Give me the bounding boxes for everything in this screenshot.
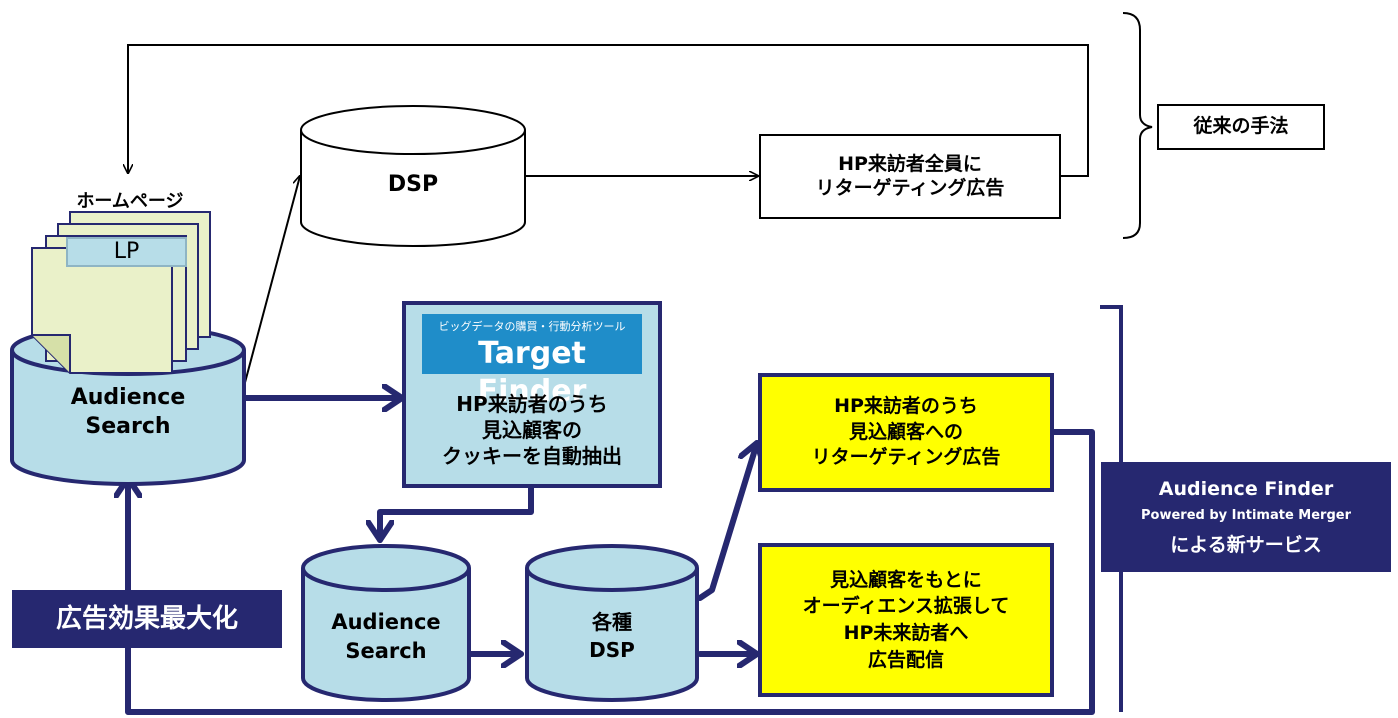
new-service-bracket (1100, 305, 1123, 712)
expand-box: 見込顧客をもとに オーディエンス拡張して HP未来訪者へ 広告配信 (802, 568, 1010, 671)
service-label-bg (1101, 462, 1391, 572)
dsp-cylinder (300, 105, 526, 247)
various-dsp-label: 各種 DSP (589, 610, 635, 662)
traditional-method-box-frame (1157, 104, 1325, 150)
new-retarget-box: HP来訪者のうち 見込顧客への リターゲティング広告 (811, 395, 1001, 469)
service-label-line2: Powered by Intimate Merger (1141, 508, 1351, 523)
traditional-method-label: 従来の手法 (1193, 115, 1289, 138)
audience-search-bottom-label: Audience Search (331, 609, 441, 663)
traditional-retarget-box-frame (759, 134, 1061, 219)
target-finder-logo: Target Finder (477, 336, 587, 409)
dsp-label: DSP (387, 172, 439, 198)
traditional-retarget-box: HP来訪者全員に リターゲティング広告 (815, 152, 1005, 199)
lp-banner (66, 237, 187, 267)
homepage-title: ホームページ (76, 191, 184, 212)
homepage-pages (31, 211, 211, 374)
maximize-label: 広告効果最大化 (55, 603, 238, 634)
lp-label: LP (113, 239, 140, 264)
various-dsp-cylinder (525, 544, 699, 702)
target-finder-logo-bg (422, 314, 642, 374)
expand-box-frame (758, 543, 1054, 697)
audience-search-top-label: Audience Search (70, 385, 186, 439)
return-to-homepage-line (128, 44, 1089, 177)
traditional-connectors (128, 44, 1089, 391)
traditional-brace (1122, 12, 1153, 239)
audience-to-dsp-arrow (242, 176, 300, 391)
maximize-label-bg (12, 590, 282, 648)
service-label-line1: Audience Finder (1158, 478, 1334, 500)
service-label-line3: による新サービス (1170, 534, 1322, 556)
new-retarget-box-frame (758, 373, 1054, 492)
target-finder-tagline: ビッグデータの購買・行動分析ツール (438, 320, 626, 333)
target-finder-description: HP来訪者のうち 見込顧客の クッキーを自動抽出 (442, 392, 622, 468)
audience-search-bottom-cylinder (301, 544, 471, 702)
dsp-to-retarget-navy-arrow (697, 440, 757, 601)
navy-arrows (243, 398, 757, 654)
targetfinder-to-audience-arrow (380, 483, 534, 543)
